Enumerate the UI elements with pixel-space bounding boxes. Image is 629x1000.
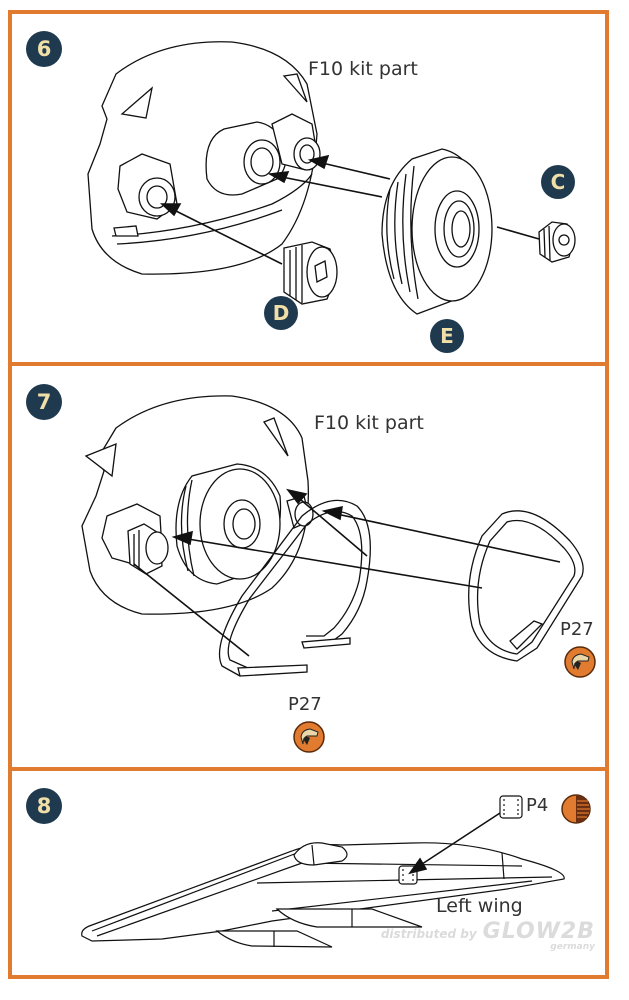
watermark-line3: germany — [550, 942, 595, 952]
wingtip-pod — [293, 842, 348, 866]
p27-belt-right — [468, 510, 584, 662]
left-wing-label: Left wing — [436, 895, 523, 917]
photo-etch-part-icon — [564, 646, 596, 678]
watermark-logo: distributed by GLOW2B germany — [381, 921, 595, 952]
step-number-badge: 6 — [26, 31, 62, 67]
part-c-bushing — [538, 221, 576, 263]
part-c-badge: C — [541, 165, 575, 199]
watermark-line1: distributed by — [380, 927, 477, 941]
left-wing — [81, 842, 565, 942]
step-7-panel: 7 F10 kit part — [8, 362, 609, 771]
step-8-panel: 8 — [8, 767, 609, 979]
step-7-illustration — [81, 395, 584, 677]
part-e-wheel — [381, 148, 493, 315]
flap — [275, 908, 423, 928]
part-code-label: P4 — [526, 795, 549, 816]
kit-part-label: F10 kit part — [308, 58, 418, 80]
kit-part-label: F10 kit part — [314, 412, 424, 434]
p4-part-shape — [499, 795, 523, 819]
step-6-illustration — [87, 41, 576, 315]
part-d-badge: D — [264, 296, 298, 330]
paint-half-color-icon — [561, 794, 591, 824]
watermark-line2: GLOW2B — [482, 919, 595, 944]
part-e-badge: E — [430, 319, 464, 353]
step-number-badge: 7 — [26, 384, 62, 420]
step-number-badge: 8 — [26, 788, 62, 824]
p27-belt-left — [218, 499, 371, 677]
part-code-label: P27 — [288, 694, 322, 715]
step-6-panel: 6 F10 kit part — [8, 10, 609, 366]
step-8-illustration — [81, 795, 565, 948]
photo-etch-part-icon — [293, 721, 325, 753]
part-d-bushing — [283, 241, 338, 305]
part-code-label: P27 — [560, 619, 594, 640]
